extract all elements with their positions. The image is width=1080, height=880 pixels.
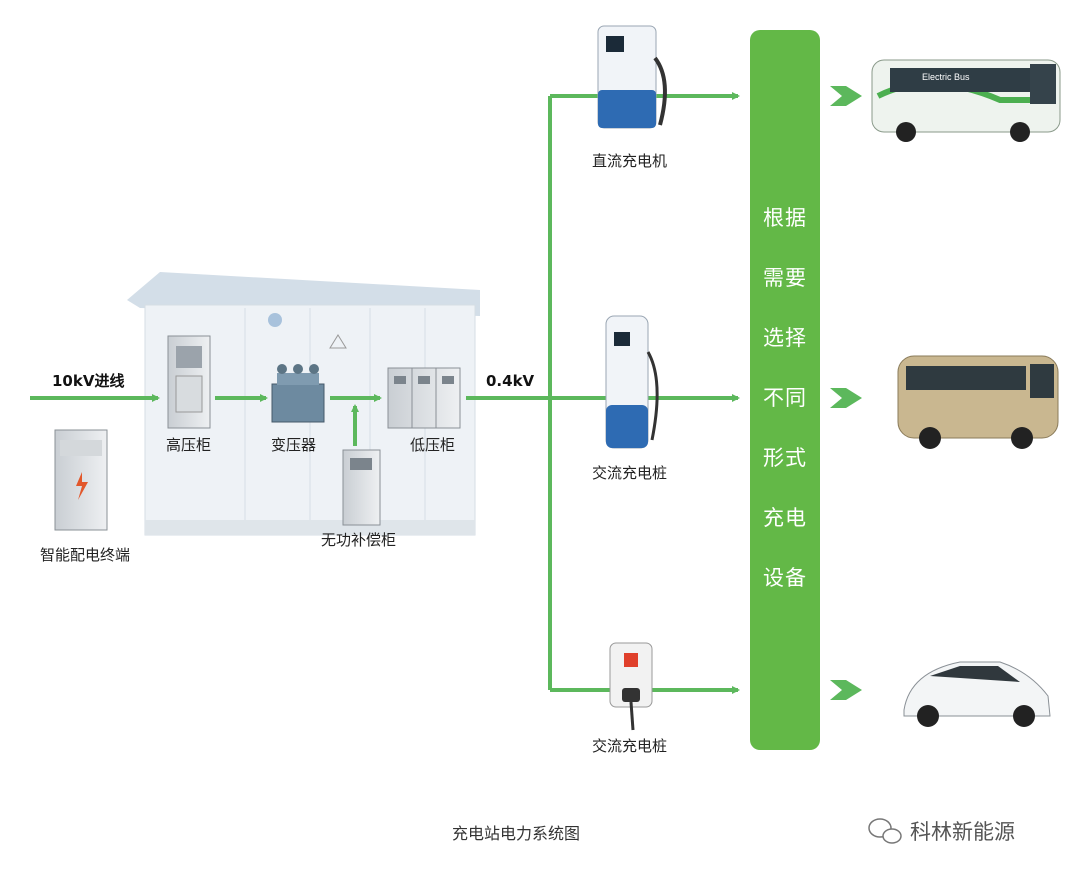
chevron-right-icon bbox=[830, 388, 862, 408]
high-voltage-cabinet-label: 高压柜 bbox=[166, 436, 212, 454]
minibus-icon bbox=[897, 355, 1059, 449]
dc-charger-icon bbox=[597, 25, 667, 129]
selection-panel: 根据 需要 选择 不同 形式 充电 设备 bbox=[750, 30, 820, 750]
car-icon bbox=[903, 661, 1051, 727]
panel-line: 充电 bbox=[763, 506, 807, 530]
ac-charger-pile-label: 交流充电桩 bbox=[592, 464, 668, 482]
wechat-icon bbox=[868, 818, 902, 844]
ac-charger-wallbox-icon bbox=[609, 642, 653, 731]
output-voltage-label: 0.4kV bbox=[486, 372, 535, 390]
diagram-caption: 充电站电力系统图 bbox=[452, 824, 581, 843]
transformer-icon bbox=[271, 364, 325, 423]
bus-sign: Electric Bus bbox=[922, 72, 970, 82]
panel-line: 需要 bbox=[763, 266, 807, 290]
panel-line: 设备 bbox=[763, 566, 807, 590]
reactive-compensation-cabinet-label: 无功补偿柜 bbox=[321, 531, 397, 549]
panel-line: 不同 bbox=[763, 386, 807, 410]
smart-terminal-label: 智能配电终端 bbox=[40, 546, 131, 564]
warning-icon bbox=[329, 334, 347, 349]
dc-charger-label: 直流充电机 bbox=[592, 152, 668, 170]
flow-lines bbox=[30, 92, 740, 694]
panel-line: 根据 bbox=[763, 206, 807, 230]
low-voltage-cabinet-icon bbox=[387, 367, 461, 429]
panel-line: 形式 bbox=[763, 446, 807, 470]
smart-terminal-icon bbox=[54, 429, 108, 531]
electric-bus-icon: Electric Bus bbox=[871, 59, 1061, 142]
chevron-arrows bbox=[830, 86, 862, 700]
watermark-brand: 科林新能源 bbox=[910, 820, 1015, 844]
panel-line: 选择 bbox=[763, 326, 807, 350]
ac-charger-pile-icon bbox=[605, 315, 659, 449]
high-voltage-cabinet-icon bbox=[167, 335, 211, 429]
low-voltage-cabinet-label: 低压柜 bbox=[410, 436, 456, 454]
chevron-right-icon bbox=[830, 680, 862, 700]
lightning-icon bbox=[76, 472, 88, 500]
logo-icon bbox=[268, 313, 282, 327]
incoming-line-label: 10kV进线 bbox=[52, 372, 125, 390]
ac-charger-wallbox-label: 交流充电桩 bbox=[592, 737, 668, 755]
reactive-compensation-cabinet-icon bbox=[342, 449, 381, 526]
chevron-right-icon bbox=[830, 86, 862, 106]
transformer-label: 变压器 bbox=[271, 436, 317, 454]
